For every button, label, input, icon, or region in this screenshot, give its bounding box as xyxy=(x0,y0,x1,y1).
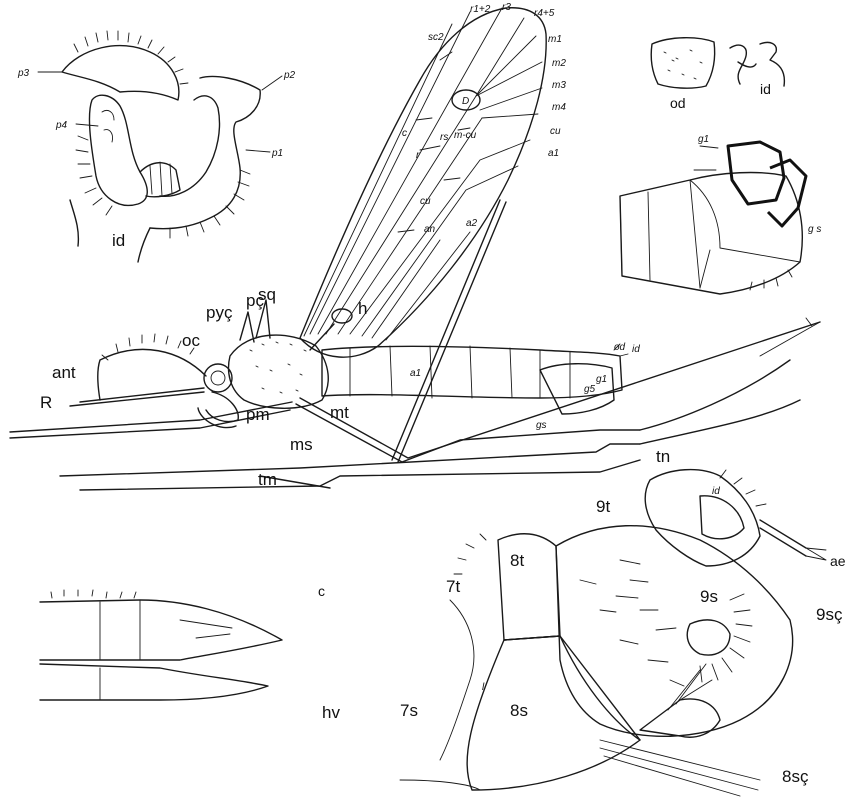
label-ant: ant xyxy=(52,363,76,382)
label-id-top-right: id xyxy=(760,81,771,97)
label-g5-body: g5 xyxy=(584,384,596,395)
label-p2: p2 xyxy=(283,70,296,81)
label-9s: 9s xyxy=(700,587,718,606)
label-mcu: m-cu xyxy=(454,130,477,141)
label-od-top-right: od xyxy=(670,95,686,111)
label-r: r xyxy=(416,150,420,161)
label-ms: ms xyxy=(290,435,313,454)
label-d: D xyxy=(462,96,469,107)
label-cu2: cu xyxy=(420,196,431,207)
label-tm: tm xyxy=(258,470,277,489)
label-sc2: sc2 xyxy=(428,32,444,43)
label-c-bottom-left: c xyxy=(318,583,325,599)
panel-terminalia: id ae 9t 8t 7t 9s 9sç 7s 8s 8sç l xyxy=(400,470,846,796)
label-pyc: pyç xyxy=(206,303,233,322)
label-m4: m4 xyxy=(552,102,566,113)
label-gs-body: gs xyxy=(536,420,547,431)
label-7s: 7s xyxy=(400,701,418,720)
label-a1-body: a1 xyxy=(410,368,421,379)
label-h: h xyxy=(358,299,367,318)
label-pc: pç xyxy=(246,291,264,310)
label-a2: a2 xyxy=(466,218,478,229)
label-m3: m3 xyxy=(552,80,566,91)
label-8sc: 8sç xyxy=(782,767,809,786)
label-id-top-left: id xyxy=(112,231,125,250)
label-ae: ae xyxy=(830,553,846,569)
label-p3: p3 xyxy=(17,68,30,79)
panel-od-id: od id xyxy=(651,38,784,111)
label-cu: cu xyxy=(550,126,561,137)
label-m1: m1 xyxy=(548,34,562,45)
panel-ovipositor: c hv xyxy=(40,583,340,722)
label-7t: 7t xyxy=(446,577,460,596)
label-a1: a1 xyxy=(548,148,559,159)
label-p4: p4 xyxy=(55,120,68,131)
panel-wing: sc2 r1+2 r3 r4+5 m1 m2 m3 m4 cu a1 c rs … xyxy=(300,2,566,357)
label-g1-mid-right: g1 xyxy=(698,134,709,145)
label-r3: r3 xyxy=(502,2,511,13)
label-r45: r4+5 xyxy=(534,8,555,19)
label-p1: p1 xyxy=(271,148,283,159)
label-od-body: od xyxy=(614,342,626,353)
label-gs-mid-right: g s xyxy=(808,224,821,235)
panel-abdomen-tip: g1 g s xyxy=(620,134,821,294)
panel-genitalia-detail: p3 p2 p1 p4 id xyxy=(17,31,296,262)
panel-insect-body: sq pyç pç h oc ant R pm mt ms tm tn a1 o… xyxy=(10,200,820,490)
label-hv: hv xyxy=(322,703,340,722)
label-an: an xyxy=(424,224,436,235)
label-9t: 9t xyxy=(596,497,610,516)
label-9sc: 9sç xyxy=(816,605,843,624)
label-r-rostrum: R xyxy=(40,393,52,412)
label-r12: r1+2 xyxy=(470,4,491,15)
label-oc: oc xyxy=(182,331,200,350)
label-pm: pm xyxy=(246,405,270,424)
label-m2: m2 xyxy=(552,58,566,69)
label-id-body: id xyxy=(632,344,640,355)
label-8s: 8s xyxy=(510,701,528,720)
label-rs: rs xyxy=(440,132,448,143)
label-mt: mt xyxy=(330,403,349,422)
label-g1-body: g1 xyxy=(596,374,607,385)
label-tn: tn xyxy=(656,447,670,466)
label-8t: 8t xyxy=(510,551,524,570)
label-c: c xyxy=(402,128,407,139)
label-id-bottom-right: id xyxy=(712,486,720,497)
